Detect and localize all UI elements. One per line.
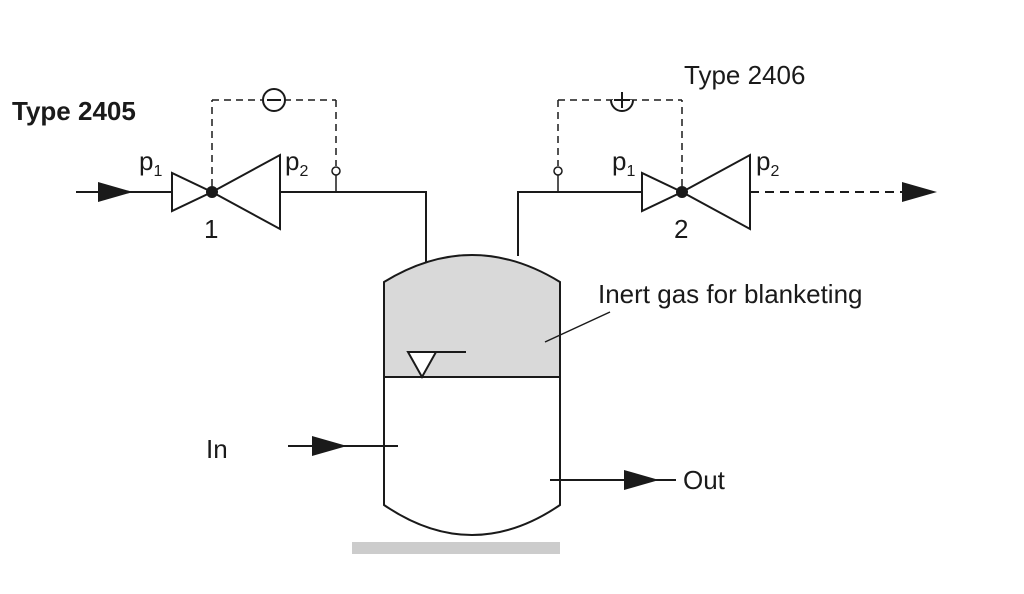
valve-1-body-dot (206, 186, 218, 198)
valve-2-right-triangle (679, 153, 751, 231)
valve-1-outlet-pressure-label: p2 (285, 146, 308, 180)
valve-1-right-triangle (209, 153, 281, 231)
gas-space (384, 255, 560, 377)
gas-label: Inert gas for blanketing (598, 279, 863, 309)
in-flow (288, 436, 398, 456)
valve-1-inlet-pressure-label: p1 (139, 146, 162, 180)
out-flow (550, 470, 676, 490)
valve-2-inlet-pressure-label: p1 (612, 146, 635, 180)
pipe-tank-to-valve2 (517, 191, 642, 256)
tank-outline (383, 254, 561, 536)
out-label: Out (683, 465, 726, 495)
pipe-valve1-to-tank (280, 191, 427, 262)
valve-2-body-dot (676, 186, 688, 198)
in-arrowhead (312, 436, 347, 456)
out-arrowhead (624, 470, 659, 490)
valve-2-number: 2 (674, 214, 688, 244)
valve-1-number: 1 (204, 214, 218, 244)
valve-1-type-label: Type 2405 (12, 96, 136, 126)
valve-1-sensing-point (331, 166, 341, 176)
tank (352, 254, 561, 554)
valve-2 (553, 92, 937, 231)
valve-2-sensing-point (553, 166, 563, 176)
liquid-level-symbol (406, 351, 466, 380)
in-label: In (206, 434, 228, 464)
inlet-arrowhead (98, 182, 133, 202)
valve-1-left-triangle (171, 171, 215, 213)
gas-leader-line (544, 311, 611, 343)
valve-2-left-triangle (641, 171, 685, 213)
minus-icon (262, 88, 286, 112)
plus-icon (610, 92, 634, 112)
valve-2-outlet-pressure-label: p2 (756, 146, 779, 180)
outlet-arrowhead (902, 182, 937, 202)
tank-base (352, 542, 560, 554)
valve-2-type-label: Type 2406 (684, 60, 805, 90)
